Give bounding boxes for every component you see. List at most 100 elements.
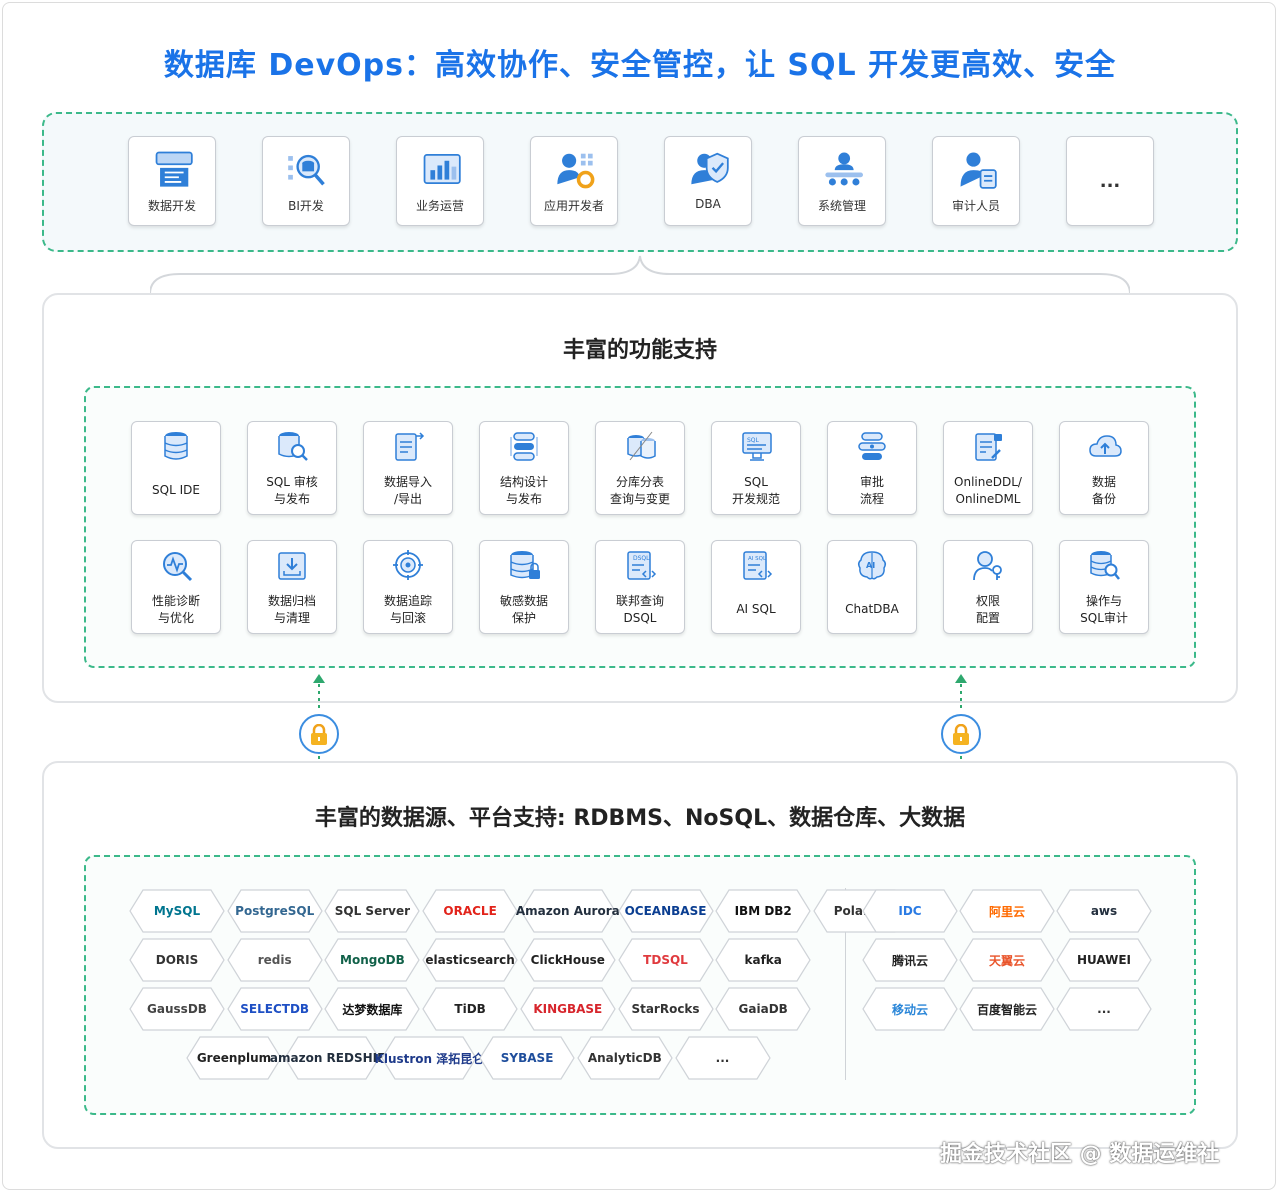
datasource-logo: SELECTDB: [226, 987, 323, 1031]
divider: [845, 888, 846, 1080]
sql-review-icon: [278, 432, 308, 461]
feature-card: SQL IDE: [131, 421, 221, 515]
role-label: 应用开发者: [543, 199, 604, 213]
datasource-logo: GaussDB: [129, 987, 225, 1031]
feature-card: 性能诊断与优化: [131, 540, 221, 634]
datasource-logo: AnalyticDB: [577, 1036, 673, 1080]
data-dev-icon: [155, 151, 193, 187]
datasource-logo: MySQL: [129, 889, 225, 933]
app-dev-icon: [557, 153, 595, 189]
feature-label-line2: 与发布: [273, 492, 310, 506]
datasource-logo: Klustron 泽拓昆仑: [375, 1036, 484, 1080]
datasource-name: ...: [715, 1051, 730, 1065]
datasource-logo: elasticsearch: [422, 938, 518, 982]
feature-label: 权限配置: [944, 593, 1032, 627]
datasource-name: TiDB: [454, 1002, 486, 1016]
cloud-platform-logo: aws: [1056, 889, 1152, 933]
cloud-platform-name: 百度智能云: [976, 1002, 1037, 1017]
cloud-platform-logo: 百度智能云: [959, 987, 1055, 1031]
feature-label: 数据追踪与回滚: [364, 593, 452, 627]
cloud-platform-name: 移动云: [891, 1002, 928, 1017]
page-title: 数据库 DevOps：高效协作、安全管控，让 SQL 开发更高效、安全: [163, 48, 1117, 83]
auditor-icon: [960, 152, 997, 189]
feature-label: SQL 审核与发布: [248, 474, 336, 508]
svg-text:SQL: SQL: [747, 437, 760, 444]
role-card: 审计人员: [932, 136, 1020, 226]
pill-bg: [674, 1036, 771, 1080]
datasource-name: ClickHouse: [530, 953, 605, 967]
datasource-name: GaussDB: [147, 1002, 207, 1016]
feature-label-line2: 流程: [859, 492, 884, 506]
pill-bg: [283, 1036, 380, 1080]
role-label: 数据开发: [147, 199, 196, 213]
datasource-logo: PostgreSQL: [226, 889, 323, 933]
pill-bg: [1056, 987, 1152, 1031]
feature-label-line1: SQL 审核: [266, 475, 318, 489]
features-title: 丰富的功能支持: [562, 338, 717, 363]
datasource-logo: 达梦数据库: [324, 987, 421, 1031]
pill-bg: [862, 938, 958, 982]
feature-label-line1: 结构设计: [499, 475, 548, 489]
feature-card: 数据归档与清理: [247, 540, 337, 634]
feature-label: 审批流程: [828, 474, 916, 508]
performance-icon: [163, 552, 193, 582]
pill-bg: [520, 889, 616, 933]
import-export-icon: [395, 432, 425, 461]
datasource-logo: amazon REDSHIFT: [270, 1036, 393, 1080]
feature-label-line1: 权限: [975, 594, 1000, 608]
role-label: 业务运营: [415, 199, 464, 213]
feature-card: AI SQL AI SQL: [711, 540, 801, 634]
datasource-name: Greenplum: [196, 1051, 272, 1065]
role-card: 业务运营: [396, 136, 484, 226]
feature-label-line1: 审批: [859, 475, 884, 489]
datasource-name: elasticsearch: [425, 953, 515, 967]
roles-panel: [42, 112, 1238, 252]
pill-bg: [129, 938, 225, 982]
lock-icon: [311, 724, 327, 745]
feature-label-line1: 数据归档: [267, 594, 316, 608]
role-label: DBA: [695, 197, 721, 211]
sensitive-data-icon: [510, 551, 540, 579]
datasource-name: SYBASE: [500, 1051, 554, 1065]
pill-bg: [617, 889, 714, 933]
pill-bg: [479, 1036, 575, 1080]
pill-bg: [617, 938, 714, 982]
pill-bg: [422, 987, 518, 1031]
pill-bg: [959, 987, 1055, 1031]
online-ddl-icon: [975, 433, 1002, 461]
cloud-platform-logo: ...: [1056, 987, 1152, 1031]
datasource-logo: ORACLE: [422, 889, 518, 933]
pill-bg: [520, 938, 616, 982]
datasource-name: DORIS: [155, 953, 199, 967]
feature-label-line1: 敏感数据: [499, 594, 548, 608]
datasource-name: 达梦数据库: [342, 1002, 403, 1017]
feature-label-line2: DSQL: [623, 611, 657, 625]
role-card: BI开发: [262, 136, 350, 226]
cloud-platform-logo: 天翼云: [959, 938, 1055, 982]
feature-card: 结构设计与发布: [479, 421, 569, 515]
datasource-name: Amazon Aurora: [515, 904, 620, 918]
feature-label: 结构设计与发布: [480, 474, 568, 508]
datasources-title: 丰富的数据源、平台支持: RDBMS、NoSQL、数据仓库、大数据: [314, 806, 966, 831]
pill-bg: [715, 987, 811, 1031]
datasource-logo: StarRocks: [617, 987, 714, 1031]
svg-text:AI: AI: [866, 561, 875, 570]
feature-label-line1: AI SQL: [736, 602, 776, 616]
cloud-platform-name: ...: [1097, 1002, 1111, 1016]
datasource-logo: Amazon Aurora: [515, 889, 620, 933]
datasource-name: kafka: [744, 953, 782, 967]
feature-card: 分库分表查询与变更: [595, 421, 685, 515]
pill-bg: [577, 1036, 673, 1080]
dsql-icon: DSQL: [627, 551, 657, 580]
feature-label-line1: 数据: [1091, 475, 1116, 489]
datasource-logo: KINGBASE: [520, 987, 616, 1031]
cloud-platform-name: 腾讯云: [891, 953, 928, 968]
datasource-name: TDSQL: [643, 953, 688, 967]
svg-text:AI SQL: AI SQL: [748, 556, 767, 562]
system-admin-icon: [825, 152, 863, 186]
role-label: 审计人员: [951, 199, 1000, 213]
role-more-label: ...: [1099, 171, 1121, 192]
